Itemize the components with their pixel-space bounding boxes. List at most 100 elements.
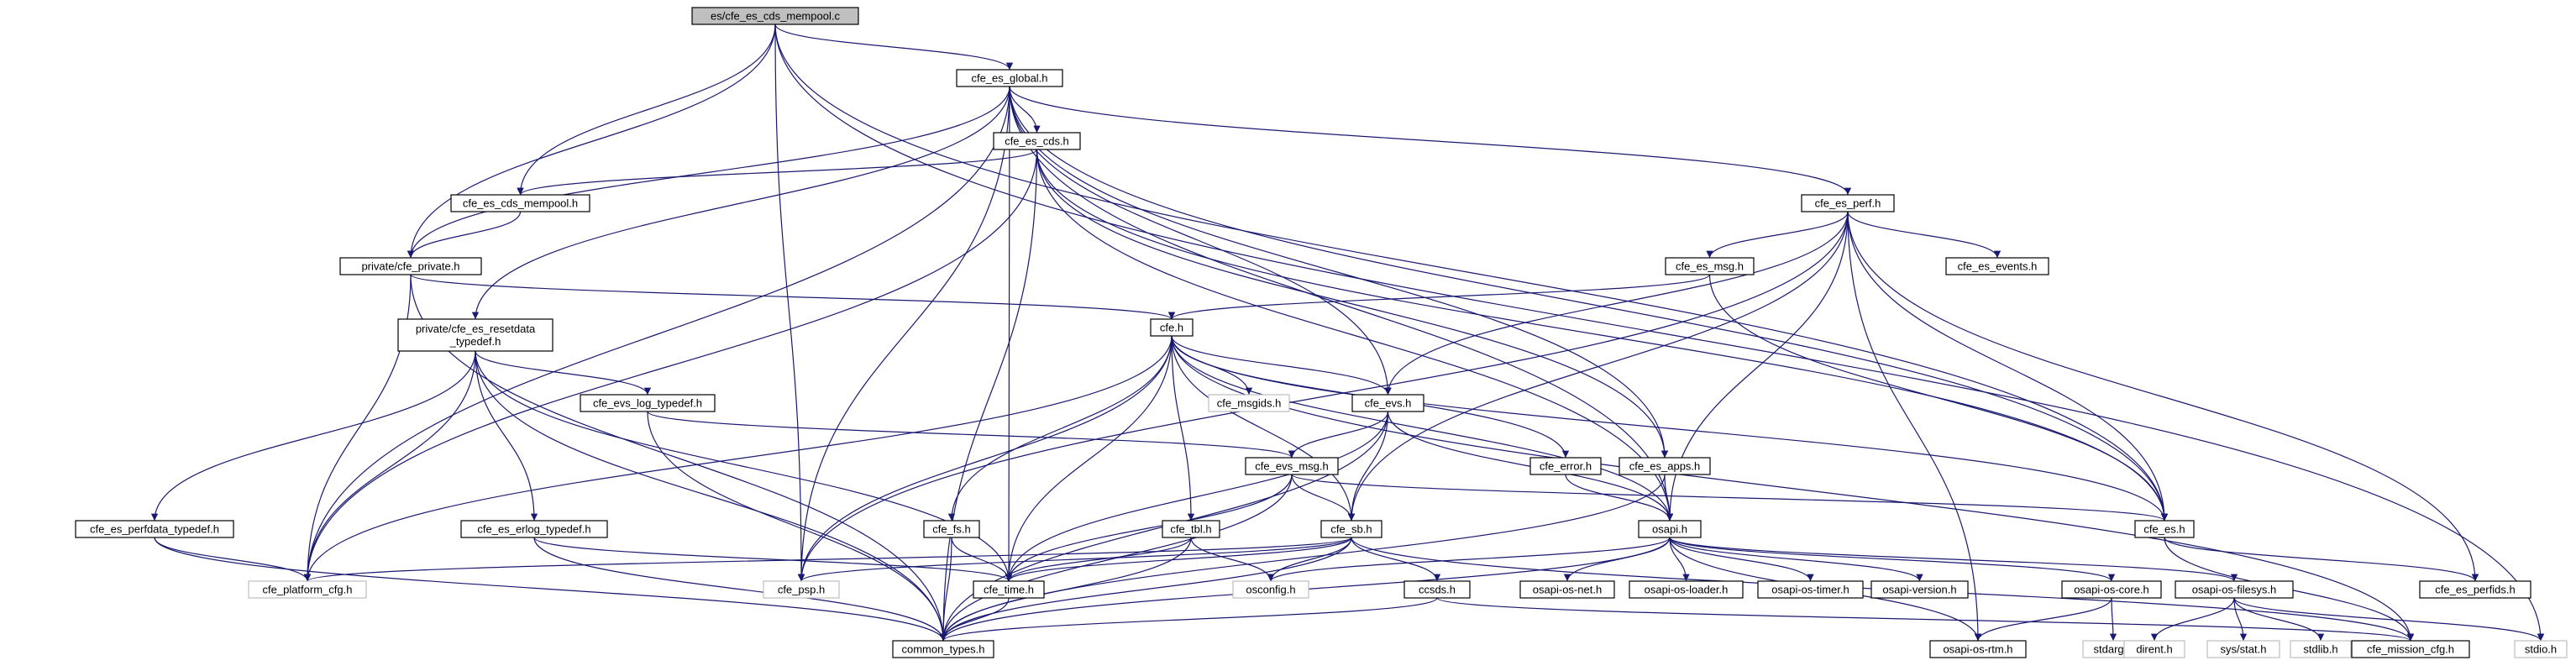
- edge-evslog-to-common: [647, 411, 947, 642]
- node-box: [397, 318, 553, 352]
- node-cfepriv[interactable]: private/cfe_private.h: [339, 257, 482, 275]
- edge-evs-to-osapi: [1387, 411, 1674, 522]
- node-esmsg[interactable]: cfe_es_msg.h: [1665, 257, 1755, 275]
- node-esevents[interactable]: cfe_es_events.h: [1945, 257, 2049, 275]
- node-evs[interactable]: cfe_evs.h: [1351, 394, 1424, 412]
- edge-perf-to-esmsg: [1706, 211, 1849, 259]
- node-label: cfe_es_global.h: [971, 72, 1047, 85]
- node-evsmsg[interactable]: cfe_evs_msg.h: [1245, 457, 1339, 475]
- node-label: stdarg.h: [2094, 643, 2133, 656]
- node-erlog[interactable]: cfe_es_erlog_typedef.h: [460, 520, 608, 538]
- node-label: ccsds.h: [1419, 584, 1456, 596]
- node-root[interactable]: es/cfe_es_cds_mempool.c: [691, 7, 859, 25]
- node-box: [2514, 640, 2568, 658]
- node-fs[interactable]: cfe_fs.h: [923, 520, 980, 538]
- node-osrtm[interactable]: osapi-os-rtm.h: [1929, 640, 2027, 658]
- edge-resetdata-to-erlog: [475, 350, 538, 522]
- node-perf[interactable]: cfe_es_perf.h: [1801, 194, 1895, 212]
- node-box: [1929, 640, 2027, 658]
- edge-oscore-to-osrtm: [1974, 597, 2112, 642]
- node-box: [1757, 580, 1864, 599]
- node-box: [1529, 457, 1602, 475]
- node-es[interactable]: cfe_es.h: [2134, 520, 2195, 538]
- edge-oscore-to-stdarg: [2109, 597, 2117, 642]
- edge-global-to-time: [1005, 86, 1013, 582]
- node-osnet[interactable]: osapi-os-net.h: [1519, 580, 1615, 599]
- edge-cfeh-to-fs: [947, 335, 1173, 522]
- edge-osfs-to-dirent: [2150, 597, 2235, 642]
- node-common[interactable]: common_types.h: [892, 640, 994, 658]
- node-box: [956, 69, 1063, 87]
- node-label: osconfig.h: [1246, 584, 1295, 596]
- node-oscore[interactable]: osapi-os-core.h: [2061, 580, 2162, 599]
- node-box: [2206, 640, 2280, 658]
- node-label: cfe_time.h: [984, 584, 1034, 596]
- node-platcfg: cfe_platform_cfg.h: [248, 580, 367, 599]
- edge-cfepriv-to-cfeh: [410, 274, 1175, 320]
- node-cfeh[interactable]: cfe.h: [1150, 318, 1194, 337]
- edge-sb-to-time: [1005, 537, 1352, 582]
- node-label: osapi-os-timer.h: [1771, 584, 1849, 596]
- node-ccsds[interactable]: ccsds.h: [1403, 580, 1471, 599]
- node-osapi[interactable]: osapi.h: [1638, 520, 1702, 538]
- node-label: osapi-os-rtm.h: [1943, 643, 2012, 656]
- edge-osfs-to-sysstat: [2233, 597, 2248, 642]
- edge-osapi-to-oscore: [1669, 537, 2116, 582]
- edge-sb-to-platcfg: [304, 537, 1352, 582]
- node-box: [2419, 580, 2531, 599]
- node-ostimer[interactable]: osapi-os-timer.h: [1757, 580, 1864, 599]
- edge-tbl-to-osconfig: [1190, 537, 1275, 582]
- node-psp: cfe_psp.h: [763, 580, 840, 599]
- node-label: cfe_evs.h: [1365, 397, 1412, 410]
- node-label: cfe_es_perfids.h: [2435, 584, 2515, 596]
- node-evslog[interactable]: cfe_evs_log_typedef.h: [580, 394, 716, 412]
- node-error[interactable]: cfe_error.h: [1529, 457, 1602, 475]
- edge-cfeh-to-platcfg: [303, 335, 1173, 582]
- node-label: private/cfe_es_resetdata: [416, 322, 536, 335]
- edge-tbl-to-common: [939, 537, 1192, 642]
- node-cds[interactable]: cfe_es_cds.h: [993, 132, 1081, 150]
- node-box: [892, 640, 994, 658]
- edge-perfdata-to-common: [154, 537, 947, 642]
- node-perfdata[interactable]: cfe_es_perfdata_typedef.h: [75, 520, 234, 538]
- node-label: cfe_psp.h: [778, 584, 825, 596]
- edge-sb-to-ccsds: [1351, 537, 1441, 582]
- edge-cfeh-to-es: [1171, 335, 2169, 522]
- node-osver[interactable]: osapi-version.h: [1870, 580, 1969, 599]
- node-esapps[interactable]: cfe_es_apps.h: [1619, 457, 1711, 475]
- edge-evslog-to-evsmsg: [647, 411, 1295, 459]
- edge-cfepriv-to-platcfg: [303, 274, 412, 582]
- node-label: cfe_evs_log_typedef.h: [593, 397, 702, 410]
- node-label: cfe_sb.h: [1330, 523, 1372, 536]
- node-osloader[interactable]: osapi-os-loader.h: [1629, 580, 1744, 599]
- node-time[interactable]: cfe_time.h: [973, 580, 1045, 599]
- edge-resetdata-to-perfdata: [150, 350, 476, 522]
- edge-evs-to-evsmsg: [1288, 411, 1389, 459]
- node-box: [1519, 580, 1615, 599]
- edge-erlog-to-common: [533, 537, 947, 642]
- node-label: cfe_es_cds.h: [1005, 135, 1069, 148]
- node-box: [1801, 194, 1895, 212]
- node-global[interactable]: cfe_es_global.h: [956, 69, 1063, 87]
- edge-root-to-cdsmp: [517, 24, 776, 196]
- edge-evs-to-sb: [1347, 411, 1389, 522]
- edge-cfeh-to-time: [1005, 335, 1173, 582]
- node-sb[interactable]: cfe_sb.h: [1320, 520, 1382, 538]
- edge-perf-to-osrtm: [1847, 211, 1982, 642]
- node-perfids[interactable]: cfe_es_perfids.h: [2419, 580, 2531, 599]
- node-cdsmp[interactable]: cfe_es_cds_mempool.h: [450, 194, 590, 212]
- edge-osapi-to-osconfig: [1267, 537, 1671, 582]
- edge-resetdata-to-time: [475, 350, 1013, 582]
- node-tbl[interactable]: cfe_tbl.h: [1162, 520, 1220, 538]
- node-label: cfe_es.h: [2143, 523, 2185, 536]
- node-label: cfe_error.h: [1540, 460, 1592, 473]
- node-box: [1619, 457, 1711, 475]
- node-resetdata[interactable]: private/cfe_es_resetdata_typedef.h: [397, 318, 553, 352]
- edge-global-to-esapps: [1009, 86, 1669, 459]
- node-box: [1320, 520, 1382, 538]
- node-box: [248, 580, 367, 599]
- edge-tbl-to-time: [1005, 537, 1192, 582]
- node-osfs[interactable]: osapi-os-filesys.h: [2175, 580, 2294, 599]
- node-mission[interactable]: cfe_mission_cfg.h: [2351, 640, 2470, 658]
